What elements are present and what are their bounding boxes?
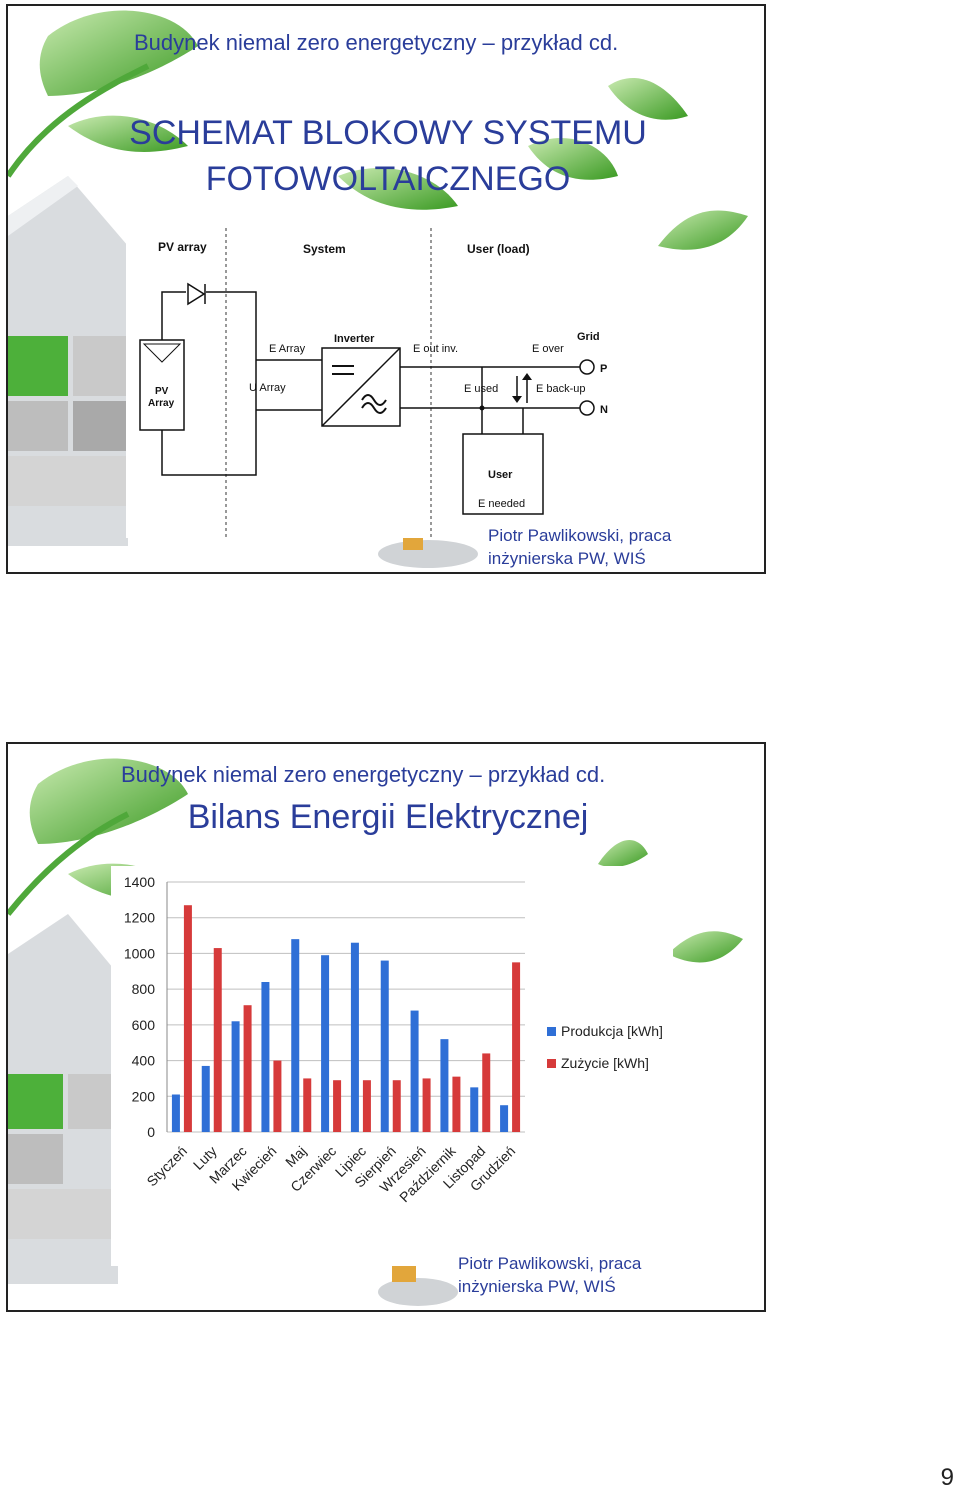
bar-consumption <box>213 948 222 1132</box>
ac-wave-icon <box>361 402 387 414</box>
y-tick-label: 200 <box>132 1088 156 1104</box>
bar-production <box>291 939 300 1132</box>
bar-consumption <box>183 905 192 1132</box>
title-line-1: SCHEMAT BLOKOWY SYSTEMU <box>129 114 647 152</box>
bar-production <box>410 1010 419 1132</box>
bar-production <box>440 1039 449 1132</box>
bar-consumption <box>243 1005 252 1132</box>
y-tick-label: 1400 <box>124 874 155 890</box>
bar-production <box>201 1065 210 1132</box>
leaf-building-background <box>8 10 748 568</box>
label-e-needed: E needed <box>478 498 525 510</box>
legend-label: Zużycie [kWh] <box>561 1055 649 1071</box>
bar-consumption <box>362 1080 371 1132</box>
bar-production <box>470 1087 479 1132</box>
label-e-out-inv: E out inv. <box>413 343 458 355</box>
credit-line-2: inżynierska PW, WIŚ <box>458 1277 616 1296</box>
bar-consumption <box>512 962 521 1132</box>
bar-consumption <box>333 1080 342 1132</box>
bar-consumption <box>422 1078 431 1132</box>
leaf-building-background <box>8 758 743 1306</box>
label-user-section: User (load) <box>467 242 530 256</box>
y-tick-label: 800 <box>132 981 156 997</box>
author-credit: Piotr Pawlikowski, praca inżynierska PW,… <box>458 1252 641 1298</box>
pv-block-diagram: PV array System User (load) PV Array E A… <box>126 220 623 538</box>
label-e-array: E Array <box>269 343 306 355</box>
diode-icon <box>187 282 206 306</box>
slide-energy-balance: Budynek niemal zero energetyczny – przyk… <box>6 742 766 1312</box>
bar-consumption <box>303 1078 312 1132</box>
legend-swatch <box>547 1059 556 1068</box>
credit-line-2: inżynierska PW, WIŚ <box>488 549 646 568</box>
label-e-over: E over <box>532 343 564 355</box>
label-pv-array-section: PV array <box>158 240 207 254</box>
slide-title: SCHEMAT BLOKOWY SYSTEMU FOTOWOLTAICZNEGO <box>128 110 648 202</box>
y-tick-label: 0 <box>147 1124 155 1140</box>
slide-subtitle: Budynek niemal zero energetyczny – przyk… <box>121 762 606 787</box>
bar-production <box>350 942 359 1132</box>
label-p: P <box>600 363 607 375</box>
legend-label: Produkcja [kWh] <box>561 1023 663 1039</box>
slide-title: Bilans Energii Elektrycznej <box>187 798 589 836</box>
pv-cell-icon <box>142 343 182 363</box>
bar-consumption <box>273 1060 282 1132</box>
bar-consumption <box>392 1080 401 1132</box>
grid-terminal-p <box>579 359 595 375</box>
label-e-backup: E back-up <box>536 383 586 395</box>
bar-consumption <box>452 1076 461 1132</box>
slide-subtitle: Budynek niemal zero energetyczny – przyk… <box>134 30 619 55</box>
credit-line-1: Piotr Pawlikowski, praca <box>488 526 672 545</box>
label-user: User <box>488 469 513 481</box>
pv-box-label-2: Array <box>148 398 175 409</box>
label-grid: Grid <box>577 331 600 343</box>
title-line-2: FOTOWOLTAICZNEGO <box>205 160 571 198</box>
slide-pv-schematic: Budynek niemal zero energetyczny – przyk… <box>6 4 766 574</box>
bar-consumption <box>482 1053 491 1132</box>
y-tick-label: 600 <box>132 1017 156 1033</box>
bar-production <box>171 1094 180 1132</box>
y-tick-label: 400 <box>132 1053 156 1069</box>
author-credit: Piotr Pawlikowski, praca inżynierska PW,… <box>488 524 671 570</box>
bar-production <box>321 955 330 1132</box>
legend-swatch <box>547 1027 556 1036</box>
credit-line-1: Piotr Pawlikowski, praca <box>458 1254 642 1273</box>
bar-production <box>261 982 270 1132</box>
label-inverter: Inverter <box>334 333 375 345</box>
label-e-used: E used <box>464 383 498 395</box>
bar-production <box>380 960 389 1132</box>
y-tick-label: 1200 <box>124 910 155 926</box>
page-number: 9 <box>940 1464 954 1491</box>
label-n: N <box>600 404 608 416</box>
bar-production <box>231 1021 240 1132</box>
y-tick-label: 1000 <box>124 945 155 961</box>
pv-box-label-1: PV <box>155 386 169 397</box>
bar-production <box>500 1105 509 1132</box>
user-load-box <box>462 433 544 515</box>
grid-terminal-n <box>579 400 595 416</box>
label-system-section: System <box>303 242 346 256</box>
pv-array-box <box>139 339 185 431</box>
label-u-array: U Array <box>249 382 286 394</box>
